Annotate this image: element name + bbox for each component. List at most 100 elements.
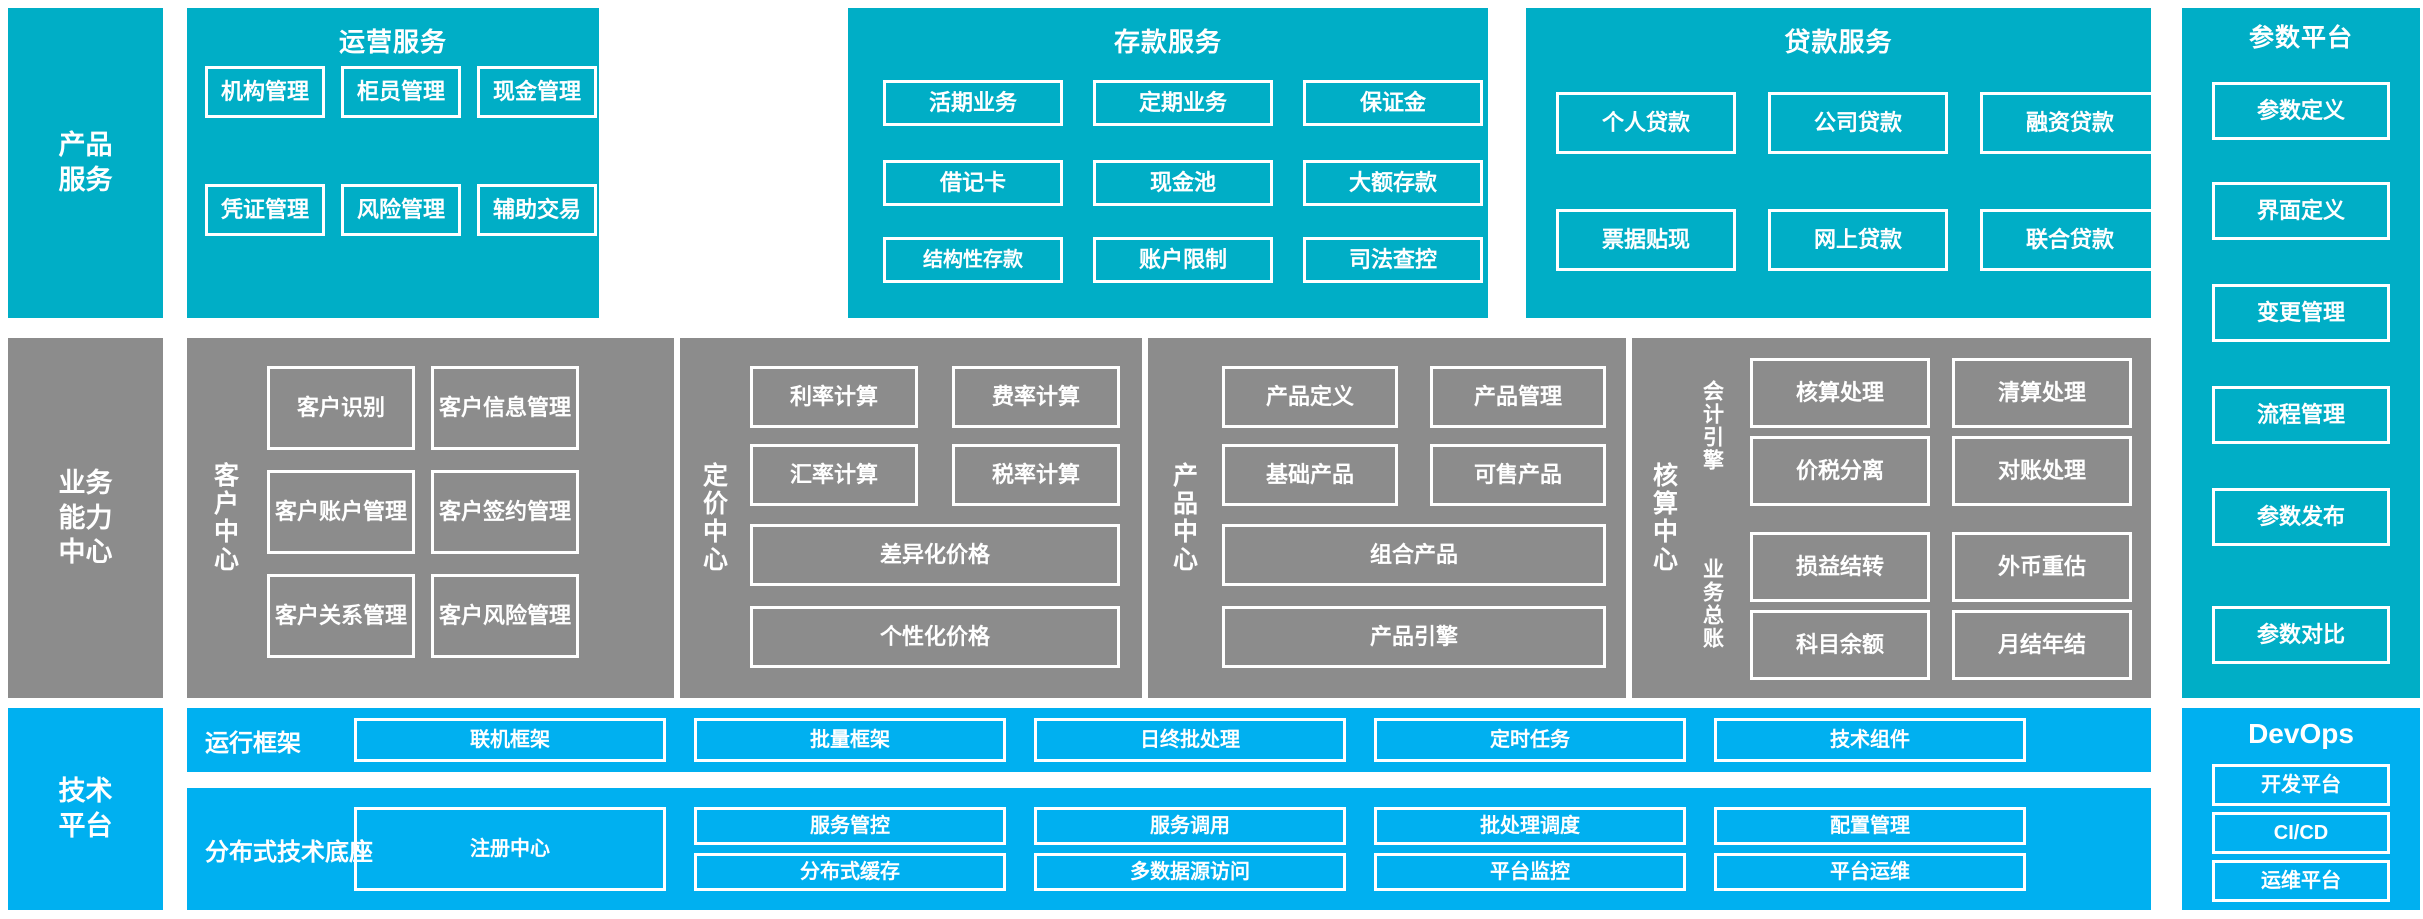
parameter-card[interactable]: 流程管理 — [2212, 386, 2390, 444]
column-title-devops: DevOps — [2248, 718, 2354, 749]
group-title-loan-services: 贷款服务 — [1784, 27, 1893, 57]
center-label-customer: 客户中心 — [210, 462, 239, 574]
service-card[interactable]: 联合贷款 — [1980, 209, 2160, 271]
capability-card[interactable]: 个性化价格 — [750, 606, 1120, 668]
capability-card[interactable]: 损益结转 — [1750, 532, 1930, 602]
row-label-tech-platform: 技术 平台 — [8, 708, 163, 910]
tech-card[interactable]: 服务调用 — [1034, 807, 1346, 845]
row-label-tech-platform-text: 技术 平台 — [58, 776, 113, 841]
capability-card[interactable]: 客户信息管理 — [431, 366, 579, 450]
tech-card[interactable]: 分布式缓存 — [694, 853, 1006, 891]
center-pricing: 定价中心 利率计算 费率计算 汇率计算 税率计算 差异化价格 个性化价格 — [680, 338, 1142, 698]
service-card[interactable]: 凭证管理 — [205, 184, 325, 236]
capability-card[interactable]: 月结年结 — [1952, 610, 2132, 680]
tech-card[interactable]: 技术组件 — [1714, 718, 2026, 762]
band-label-distributed-base: 分布式技术底座 — [205, 838, 373, 866]
service-card[interactable]: 辅助交易 — [477, 184, 597, 236]
group-title-operations-services: 运营服务 — [338, 27, 447, 57]
capability-card[interactable]: 外币重估 — [1952, 532, 2132, 602]
capability-card[interactable]: 核算处理 — [1750, 358, 1930, 428]
capability-card[interactable]: 客户识别 — [267, 366, 415, 450]
parameter-card[interactable]: 参数对比 — [2212, 606, 2390, 664]
row-label-product-service-text: 产品 服务 — [58, 130, 113, 195]
capability-card[interactable]: 费率计算 — [952, 366, 1120, 428]
service-card[interactable]: 现金管理 — [477, 66, 597, 118]
capability-card[interactable]: 客户账户管理 — [267, 470, 415, 554]
service-card[interactable]: 个人贷款 — [1556, 92, 1736, 154]
column-title-parameter-platform: 参数平台 — [2248, 24, 2353, 52]
capability-card[interactable]: 价税分离 — [1750, 436, 1930, 506]
center-product: 产品中心 产品定义 产品管理 基础产品 可售产品 组合产品 产品引擎 — [1148, 338, 1626, 698]
service-card[interactable]: 机构管理 — [205, 66, 325, 118]
band-label-runtime-framework: 运行框架 — [205, 729, 301, 757]
tech-card[interactable]: 平台监控 — [1374, 853, 1686, 891]
center-label-pricing: 定价中心 — [699, 462, 728, 574]
group-title-deposit-services: 存款服务 — [1113, 27, 1222, 57]
column-parameter-platform: 参数平台 参数定义 界面定义 变更管理 流程管理 参数发布 参数对比 — [2182, 8, 2420, 698]
row-label-product-service: 产品 服务 — [8, 8, 163, 318]
center-customer: 客户中心 客户识别 客户信息管理 客户账户管理 客户签约管理 客户关系管理 客户… — [187, 338, 674, 698]
parameter-card[interactable]: 变更管理 — [2212, 284, 2390, 342]
row-label-business-capability: 业务 能力 中心 — [8, 338, 163, 698]
tech-card[interactable]: 服务管控 — [694, 807, 1006, 845]
tech-card[interactable]: 平台运维 — [1714, 853, 2026, 891]
service-card[interactable]: 大额存款 — [1303, 160, 1483, 206]
capability-card[interactable]: 科目余额 — [1750, 610, 1930, 680]
capability-card[interactable]: 产品定义 — [1222, 366, 1398, 428]
band-distributed-base: 分布式技术底座 注册中心 服务管控 服务调用 批处理调度 配置管理 分布式缓存 … — [187, 788, 2151, 910]
service-card[interactable]: 现金池 — [1093, 160, 1273, 206]
service-card[interactable]: 司法查控 — [1303, 237, 1483, 283]
service-card[interactable]: 融资贷款 — [1980, 92, 2160, 154]
service-card[interactable]: 风险管理 — [341, 184, 461, 236]
capability-card[interactable]: 汇率计算 — [750, 444, 918, 506]
capability-card[interactable]: 基础产品 — [1222, 444, 1398, 506]
tech-card[interactable]: 配置管理 — [1714, 807, 2026, 845]
capability-card[interactable]: 产品引擎 — [1222, 606, 1606, 668]
center-sublabel-accounting-engine: 会计引擎 — [1700, 380, 1724, 472]
service-card[interactable]: 账户限制 — [1093, 237, 1273, 283]
capability-card[interactable]: 客户风险管理 — [431, 574, 579, 658]
service-card[interactable]: 活期业务 — [883, 80, 1063, 126]
tech-card[interactable]: 批处理调度 — [1374, 807, 1686, 845]
capability-card[interactable]: 客户关系管理 — [267, 574, 415, 658]
parameter-card[interactable]: 参数定义 — [2212, 82, 2390, 140]
devops-card[interactable]: CI/CD — [2212, 812, 2390, 854]
service-card[interactable]: 借记卡 — [883, 160, 1063, 206]
center-sublabel-general-ledger: 业务总账 — [1700, 558, 1724, 650]
band-runtime-framework: 运行框架 联机框架 批量框架 日终批处理 定时任务 技术组件 — [187, 708, 2151, 772]
tech-card[interactable]: 定时任务 — [1374, 718, 1686, 762]
service-card[interactable]: 结构性存款 — [883, 237, 1063, 283]
row-label-business-capability-text: 业务 能力 中心 — [58, 468, 113, 568]
service-card[interactable]: 票据贴现 — [1556, 209, 1736, 271]
capability-card[interactable]: 组合产品 — [1222, 524, 1606, 586]
service-card[interactable]: 柜员管理 — [341, 66, 461, 118]
capability-card[interactable]: 对账处理 — [1952, 436, 2132, 506]
capability-card[interactable]: 可售产品 — [1430, 444, 1606, 506]
group-loan-services: 贷款服务 个人贷款 公司贷款 融资贷款 票据贴现 网上贷款 联合贷款 — [1526, 8, 2160, 318]
group-operations-services: 运营服务 机构管理 柜员管理 现金管理 凭证管理 风险管理 辅助交易 — [187, 8, 599, 318]
parameter-card[interactable]: 界面定义 — [2212, 182, 2390, 240]
center-accounting: 核算中心 会计引擎 业务总账 核算处理 清算处理 价税分离 对账处理 损益结转 … — [1632, 338, 2151, 698]
capability-card[interactable]: 清算处理 — [1952, 358, 2132, 428]
devops-card[interactable]: 运维平台 — [2212, 860, 2390, 902]
service-card[interactable]: 网上贷款 — [1768, 209, 1948, 271]
service-card[interactable]: 定期业务 — [1093, 80, 1273, 126]
capability-card[interactable]: 差异化价格 — [750, 524, 1120, 586]
capability-card[interactable]: 客户签约管理 — [431, 470, 579, 554]
tech-card[interactable]: 多数据源访问 — [1034, 853, 1346, 891]
service-card[interactable]: 公司贷款 — [1768, 92, 1948, 154]
tech-card[interactable]: 日终批处理 — [1034, 718, 1346, 762]
tech-card-registry[interactable]: 注册中心 — [354, 807, 666, 891]
capability-card[interactable]: 税率计算 — [952, 444, 1120, 506]
center-label-product: 产品中心 — [1169, 462, 1198, 574]
service-card[interactable]: 保证金 — [1303, 80, 1483, 126]
tech-card[interactable]: 批量框架 — [694, 718, 1006, 762]
column-devops: DevOps 开发平台 CI/CD 运维平台 — [2182, 708, 2420, 910]
parameter-card[interactable]: 参数发布 — [2212, 488, 2390, 546]
tech-card[interactable]: 联机框架 — [354, 718, 666, 762]
capability-card[interactable]: 产品管理 — [1430, 366, 1606, 428]
group-deposit-services: 存款服务 活期业务 定期业务 保证金 借记卡 现金池 大额存款 结构性存款 账户… — [848, 8, 1488, 318]
devops-card[interactable]: 开发平台 — [2212, 764, 2390, 806]
capability-card[interactable]: 利率计算 — [750, 366, 918, 428]
